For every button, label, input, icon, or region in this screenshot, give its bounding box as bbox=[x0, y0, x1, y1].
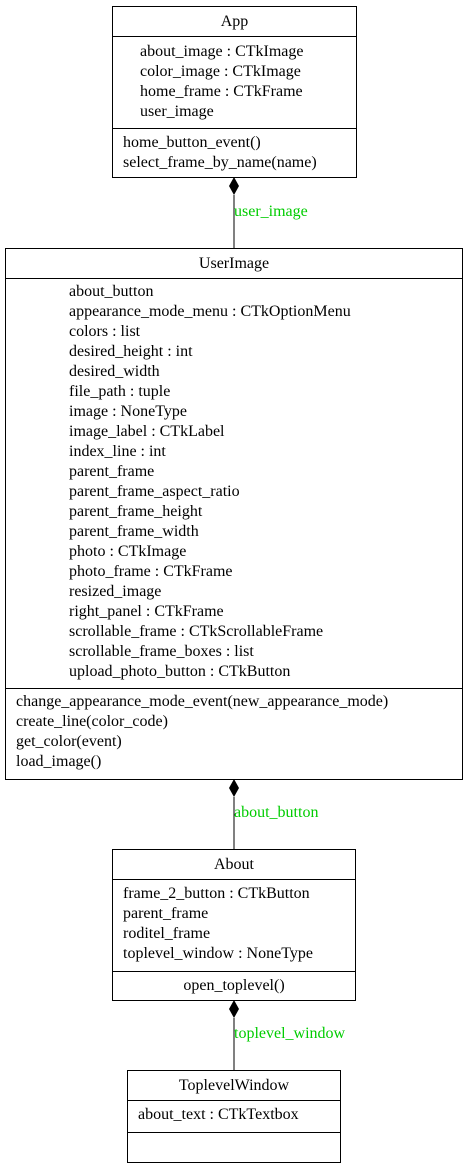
class-about-name: About bbox=[113, 850, 355, 880]
relation-label-toplevel-window: toplevel_window bbox=[234, 1025, 346, 1042]
class-attribute: parent_frame_aspect_ratio bbox=[69, 483, 240, 500]
class-attribute: home_frame : CTkFrame bbox=[140, 83, 303, 100]
class-user-image[interactable]: UserImage about_button appearance_mode_me… bbox=[5, 248, 463, 780]
class-method: change_appearance_mode_event(new_appeara… bbox=[16, 693, 389, 710]
class-attribute: desired_height : int bbox=[69, 343, 193, 360]
class-attribute: photo : CTkImage bbox=[69, 543, 187, 560]
class-method: get_color(event) bbox=[16, 733, 122, 750]
relation-label-user-image: user_image bbox=[234, 203, 308, 220]
class-attribute: toplevel_window : NoneType bbox=[123, 945, 313, 962]
class-attribute: image_label : CTkLabel bbox=[69, 423, 225, 440]
class-attribute: photo_frame : CTkFrame bbox=[69, 563, 233, 580]
class-attribute: desired_width bbox=[69, 363, 160, 380]
class-attribute: appearance_mode_menu : CTkOptionMenu bbox=[69, 303, 351, 320]
class-attribute: about_text : CTkTextbox bbox=[138, 1106, 299, 1123]
class-method: open_toplevel() bbox=[183, 977, 285, 994]
class-attribute: parent_frame bbox=[123, 905, 209, 922]
class-attribute: colors : list bbox=[69, 323, 141, 340]
class-app-methods: home_button_event() select_frame_by_name(… bbox=[113, 129, 356, 173]
class-user-image-attributes: about_button appearance_mode_menu : CTkOp… bbox=[6, 279, 462, 689]
class-app[interactable]: App about_image : CTkImage color_image : … bbox=[112, 6, 357, 178]
composition-diamond-user-image bbox=[229, 177, 239, 195]
class-method: select_frame_by_name(name) bbox=[123, 154, 317, 171]
relation-label-about-button: about_button bbox=[234, 804, 319, 821]
class-attribute: right_panel : CTkFrame bbox=[69, 603, 224, 620]
class-attribute: index_line : int bbox=[69, 443, 166, 460]
class-attribute: parent_frame_width bbox=[69, 523, 199, 540]
class-app-attributes: about_image : CTkImage color_image : CTkI… bbox=[113, 37, 356, 129]
class-attribute: roditel_frame bbox=[123, 925, 211, 942]
class-attribute: user_image bbox=[140, 103, 214, 120]
class-attribute: upload_photo_button : CTkButton bbox=[69, 663, 291, 680]
class-toplevel-window-attributes: about_text : CTkTextbox bbox=[128, 1101, 340, 1133]
class-attribute: file_path : tuple bbox=[69, 383, 171, 400]
composition-diamond-toplevel-window bbox=[229, 1000, 239, 1018]
class-user-image-name: UserImage bbox=[6, 249, 462, 279]
class-attribute: scrollable_frame_boxes : list bbox=[69, 643, 254, 660]
relation-toplevel-window bbox=[229, 1000, 239, 1070]
class-attribute: parent_frame bbox=[69, 463, 155, 480]
class-toplevel-window-name: ToplevelWindow bbox=[128, 1071, 340, 1101]
relation-user-image bbox=[229, 177, 239, 248]
relation-about-button bbox=[229, 779, 239, 849]
class-method: create_line(color_code) bbox=[16, 713, 168, 730]
class-user-image-methods: change_appearance_mode_event(new_appeara… bbox=[6, 689, 462, 772]
class-toplevel-window[interactable]: ToplevelWindow about_text : CTkTextbox bbox=[127, 1070, 341, 1163]
class-attribute: scrollable_frame : CTkScrollableFrame bbox=[69, 623, 324, 640]
class-attribute: resized_image bbox=[69, 583, 162, 600]
class-attribute: color_image : CTkImage bbox=[140, 63, 301, 80]
class-method: load_image() bbox=[16, 753, 102, 770]
class-about-methods: open_toplevel() bbox=[113, 972, 355, 996]
class-attribute: parent_frame_height bbox=[69, 503, 203, 520]
class-attribute: about_image : CTkImage bbox=[140, 43, 304, 60]
class-about[interactable]: About frame_2_button : CTkButton parent_f… bbox=[112, 849, 356, 1001]
class-method: home_button_event() bbox=[123, 134, 261, 151]
class-attribute: frame_2_button : CTkButton bbox=[123, 885, 310, 902]
class-attribute: image : NoneType bbox=[69, 403, 187, 420]
composition-diamond-about-button bbox=[229, 779, 239, 797]
class-attribute: about_button bbox=[69, 283, 154, 300]
class-app-name: App bbox=[113, 7, 356, 37]
